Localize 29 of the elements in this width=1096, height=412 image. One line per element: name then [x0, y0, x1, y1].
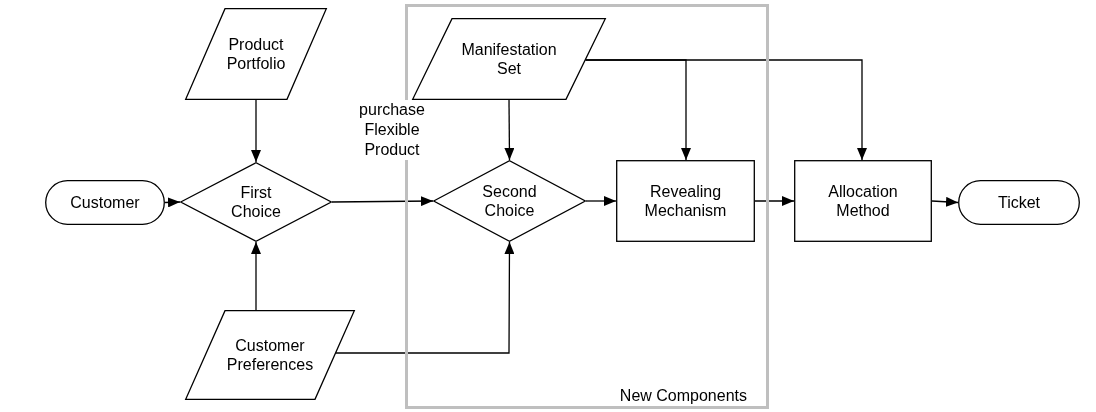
arrow	[585, 196, 617, 206]
node-label: Ticket	[997, 193, 1041, 212]
node-label: Customer Preferences	[225, 336, 315, 374]
node-label: Customer	[70, 193, 140, 212]
input-parallelogram	[185, 8, 327, 100]
arrow	[584, 59, 867, 161]
group-label: New Components	[619, 387, 747, 405]
decision-diamond	[180, 162, 332, 242]
process-box	[616, 160, 755, 242]
node-label: First Choice	[230, 183, 282, 221]
node-label: Second Choice	[481, 182, 538, 220]
input-parallelogram	[185, 310, 355, 400]
arrow	[331, 196, 434, 207]
arrow	[251, 241, 261, 311]
arrow	[754, 196, 795, 206]
arrow	[931, 196, 959, 207]
arrow	[504, 99, 515, 161]
node-label: Manifestation Set	[460, 40, 558, 78]
node-label: Allocation Method	[827, 182, 899, 220]
node-label: Revealing Mechanism	[643, 182, 728, 220]
input-parallelogram	[412, 18, 606, 100]
node-label: Product Portfolio	[225, 35, 287, 73]
arrow	[164, 197, 181, 208]
terminal-shape	[958, 180, 1080, 225]
decision-diamond	[433, 160, 586, 242]
process-box	[794, 160, 932, 242]
arrow	[251, 99, 261, 163]
arrow	[335, 241, 515, 354]
terminal-shape	[45, 180, 165, 225]
